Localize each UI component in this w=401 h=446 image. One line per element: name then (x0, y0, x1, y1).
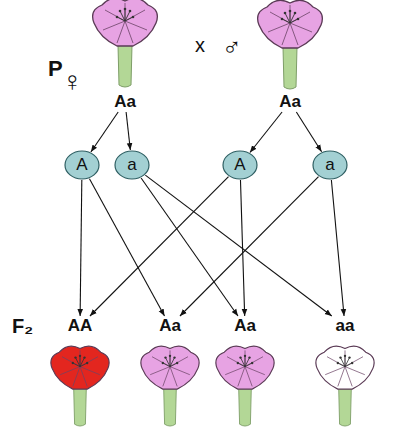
sex-symbol: ♀ (62, 68, 83, 96)
offspring-genotype: aa (315, 316, 375, 428)
genotype-text: Aa (279, 92, 301, 112)
parent-flower (258, 0, 323, 89)
genotype-text: a (127, 155, 136, 175)
generation-label: P (48, 58, 63, 80)
inheritance-arrow (250, 112, 282, 152)
genotype-text: A (234, 155, 245, 175)
gamete-circle: a (312, 150, 348, 180)
parent-genotype: Aa (260, 0, 320, 112)
inheritance-arrow (80, 180, 82, 316)
inheritance-arrow (331, 180, 344, 316)
genotype-text: aa (336, 316, 355, 336)
gamete-fill (313, 151, 347, 179)
gamete-circle: A (222, 150, 258, 180)
cross-symbol: x (195, 35, 205, 55)
genotype-text: Aa (159, 316, 181, 336)
genotype-text: AA (68, 316, 93, 336)
inheritance-arrow (180, 177, 319, 316)
gamete-circle: a (114, 150, 150, 180)
genotype-text: A (76, 155, 87, 175)
white-flower (316, 346, 374, 426)
offspring-genotype: AA (50, 316, 110, 428)
inheritance-arrow (145, 175, 331, 316)
pink-flower (216, 346, 274, 426)
sex-symbol: ♂ (222, 34, 242, 60)
generation-label: F₂ (12, 316, 33, 336)
genotype-text: Aa (114, 92, 136, 112)
gamete-fill (115, 151, 149, 179)
parent-genotype: Aa (95, 0, 155, 112)
inheritance-arrow (90, 177, 229, 316)
gamete-circle: A (64, 150, 100, 180)
inheritance-arrow (91, 112, 118, 152)
gamete-fill (65, 151, 99, 179)
offspring-genotype: Aa (140, 316, 200, 428)
inheritance-arrow (240, 180, 244, 316)
genotype-text: Aa (234, 316, 256, 336)
red-flower (51, 346, 109, 426)
inheritance-arrow (141, 178, 238, 316)
inheritance-arrow (296, 112, 321, 152)
parent-flower (93, 0, 158, 87)
pink-flower (141, 346, 199, 426)
genotype-text: a (325, 155, 334, 175)
offspring-genotype: Aa (215, 316, 275, 428)
gamete-fill (223, 151, 257, 179)
inheritance-arrow (89, 179, 164, 316)
inheritance-arrow (126, 112, 130, 150)
